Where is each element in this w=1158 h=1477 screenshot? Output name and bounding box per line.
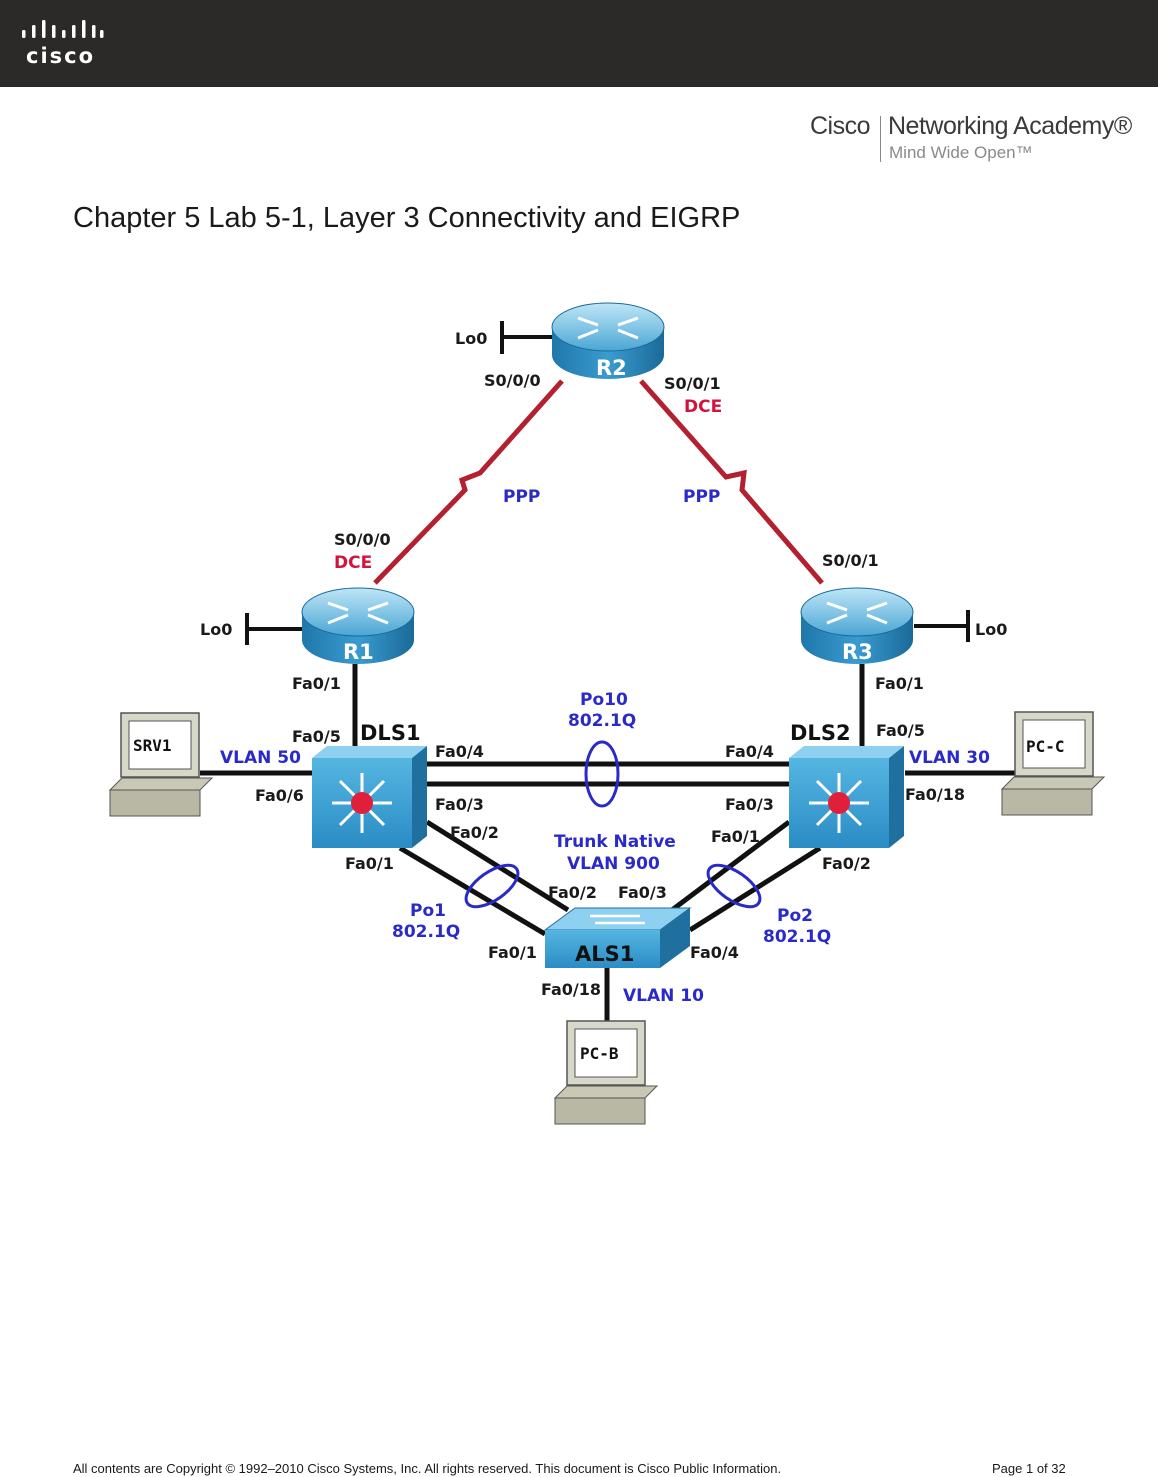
ppp-link-r1-r2 xyxy=(373,379,564,585)
vlan-10-label: VLAN 10 xyxy=(623,986,704,1006)
switch-als1-icon xyxy=(543,907,692,968)
link-dls1-als1-fa01 xyxy=(398,845,547,937)
loopback-r3 xyxy=(914,610,970,642)
ppp-label-right: PPP xyxy=(683,487,720,507)
academy-brand: Cisco xyxy=(810,112,871,140)
r1-fa01-label: Fa0/1 xyxy=(292,674,341,693)
router-r1-label: R1 xyxy=(343,640,374,664)
academy-logo: Cisco Networking Academy® Mind Wide Open… xyxy=(810,112,1150,172)
als1-fa04-label: Fa0/4 xyxy=(690,943,739,962)
dls2-fa02-label: Fa0/2 xyxy=(822,854,871,873)
router-r1-icon xyxy=(301,587,415,664)
academy-product: Networking Academy® xyxy=(888,112,1132,140)
pc-b-icon xyxy=(553,1020,659,1125)
dls2-fa01-label: Fa0/1 xyxy=(711,827,760,846)
loopback-r3-label: Lo0 xyxy=(975,620,1007,639)
server-srv1-label: SRV1 xyxy=(133,736,172,755)
switch-dls2-label: DLS2 xyxy=(790,721,851,745)
r1-s000-label: S0/0/0 xyxy=(334,530,391,549)
r2-s001-label: S0/0/1 xyxy=(664,374,721,393)
dls1-fa02-label: Fa0/2 xyxy=(450,823,499,842)
vlan-50-label: VLAN 50 xyxy=(220,748,301,768)
r3-fa01-label: Fa0/1 xyxy=(875,674,924,693)
router-r2-label: R2 xyxy=(596,356,627,380)
r2-dce-label: DCE xyxy=(684,397,722,417)
dls1-fa06-label: Fa0/6 xyxy=(255,786,304,805)
dls2-fa05-label: Fa0/5 xyxy=(876,721,925,740)
loopback-r2-label: Lo0 xyxy=(455,329,487,348)
switch-dls2-icon xyxy=(789,746,904,848)
pc-c-icon xyxy=(1000,711,1106,816)
als1-fa01-label: Fa0/1 xyxy=(488,943,537,962)
r1-dce-label: DCE xyxy=(334,553,372,573)
switch-dls1-label: DLS1 xyxy=(360,721,421,745)
server-srv1-icon xyxy=(108,712,214,817)
footer-copyright: All contents are Copyright © 1992–2010 C… xyxy=(73,1461,782,1476)
dls1-fa03-label: Fa0/3 xyxy=(435,795,484,814)
dls1-fa01-label: Fa0/1 xyxy=(345,854,394,873)
trunk-native-label: Trunk Native xyxy=(554,832,676,852)
link-dls2-als1-fa03 xyxy=(670,820,791,912)
trunk-native-vlan-label: VLAN 900 xyxy=(567,854,660,874)
academy-tagline: Mind Wide Open™ xyxy=(889,143,1033,162)
switch-dls1-icon xyxy=(312,746,427,848)
po2-dot1q-label: 802.1Q xyxy=(763,927,831,947)
ppp-label-left: PPP xyxy=(503,487,540,507)
ppp-link-r2-r3 xyxy=(639,379,824,585)
dls1-fa05-label: Fa0/5 xyxy=(292,727,341,746)
page-title: Chapter 5 Lab 5-1, Layer 3 Connectivity … xyxy=(73,202,741,234)
router-r3-label: R3 xyxy=(842,640,873,664)
header-bar: cisco xyxy=(0,0,1158,87)
etherchannel-po10 xyxy=(584,740,620,808)
router-r3-icon xyxy=(800,587,914,664)
po2-label: Po2 xyxy=(777,906,813,926)
als1-fa018-label: Fa0/18 xyxy=(541,980,601,999)
loopback-r2 xyxy=(500,321,553,354)
pc-c-label: PC-C xyxy=(1026,737,1065,756)
switch-als1-label: ALS1 xyxy=(575,942,634,966)
dls2-fa04-label: Fa0/4 xyxy=(725,742,774,761)
po1-label: Po1 xyxy=(410,901,446,921)
po1-dot1q-label: 802.1Q xyxy=(392,922,460,942)
router-r2-icon xyxy=(551,302,665,379)
etherchannel-po1 xyxy=(464,863,520,909)
dls1-fa04-label: Fa0/4 xyxy=(435,742,484,761)
academy-divider xyxy=(880,116,881,162)
als1-fa02-label: Fa0/2 xyxy=(548,883,597,902)
cisco-logo-icon xyxy=(22,20,104,38)
dls2-fa018-label: Fa0/18 xyxy=(905,785,965,804)
r3-s001-label: S0/0/1 xyxy=(822,551,879,570)
r2-s000-label: S0/0/0 xyxy=(484,371,541,390)
als1-fa03-label: Fa0/3 xyxy=(618,883,667,902)
dls2-fa03-label: Fa0/3 xyxy=(725,795,774,814)
pc-b-label: PC-B xyxy=(580,1044,619,1063)
loopback-r1 xyxy=(245,613,302,645)
po10-label: Po10 xyxy=(580,690,628,710)
footer-page-number: Page 1 of 32 xyxy=(992,1461,1066,1476)
etherchannel-po2 xyxy=(706,863,762,909)
cisco-logo-text: cisco xyxy=(26,44,96,68)
vlan-30-label: VLAN 30 xyxy=(909,748,990,768)
po10-dot1q-label: 802.1Q xyxy=(568,711,636,731)
loopback-r1-label: Lo0 xyxy=(200,620,232,639)
